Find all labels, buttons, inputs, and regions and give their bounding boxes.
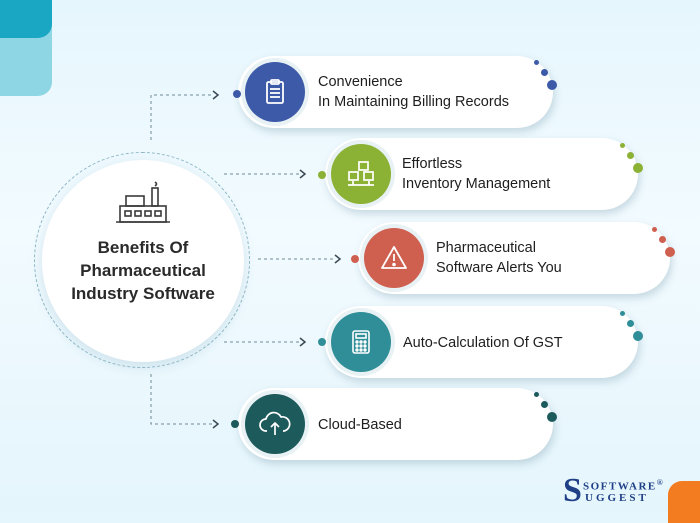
decor-dot bbox=[534, 392, 539, 397]
inventory-icon bbox=[331, 144, 391, 204]
benefit-label-alerts: Pharmaceutical Software Alerts You bbox=[436, 240, 562, 276]
connector-1 bbox=[150, 94, 212, 140]
alert-icon bbox=[364, 228, 424, 288]
card-connector-dot bbox=[351, 255, 359, 263]
decor-dot bbox=[541, 401, 548, 408]
factory-icon bbox=[116, 181, 170, 223]
decor-dot bbox=[627, 320, 634, 327]
hub-dashed-ring bbox=[34, 152, 250, 368]
arrowhead-5 bbox=[212, 419, 220, 429]
calculator-icon bbox=[331, 312, 391, 372]
arrowhead-1 bbox=[212, 90, 220, 100]
decor-dot bbox=[659, 236, 666, 243]
card-connector-dot bbox=[318, 171, 326, 179]
decor-dot bbox=[547, 412, 557, 422]
decor-dot bbox=[652, 227, 657, 232]
decor-dot bbox=[633, 163, 643, 173]
arrowhead-2 bbox=[299, 169, 307, 179]
card-connector-dot bbox=[318, 338, 326, 346]
card-connector-dot bbox=[233, 90, 241, 98]
arrowhead-4 bbox=[299, 337, 307, 347]
clipboard-icon bbox=[245, 62, 305, 122]
corner-decoration-dark bbox=[0, 0, 52, 38]
hub-circle bbox=[42, 160, 244, 362]
logo-initial: S bbox=[563, 472, 582, 509]
decor-dot bbox=[620, 143, 625, 148]
decor-dot bbox=[620, 311, 625, 316]
arrowhead-3 bbox=[334, 254, 342, 264]
connector-5 bbox=[150, 374, 212, 425]
logo-bottom-text: UGGEST bbox=[585, 492, 649, 504]
decor-dot bbox=[547, 80, 557, 90]
decor-dot bbox=[627, 152, 634, 159]
logo-top-text: SOFTWARE® bbox=[583, 478, 665, 493]
decor-dot bbox=[534, 60, 539, 65]
benefit-label-billing-records: Convenience In Maintaining Billing Recor… bbox=[318, 74, 510, 110]
decor-dot bbox=[541, 69, 548, 76]
benefit-label-gst: Auto-Calculation Of GST bbox=[403, 335, 563, 351]
cloud-upload-icon bbox=[245, 394, 305, 454]
decor-dot bbox=[633, 331, 643, 341]
benefit-label-cloud: Cloud-Based bbox=[318, 417, 402, 433]
decor-dot bbox=[665, 247, 675, 257]
hub-title: Benefits Of Pharmaceutical Industry Soft… bbox=[71, 238, 215, 303]
benefit-label-inventory: Effortless Inventory Management bbox=[402, 156, 551, 192]
card-connector-dot bbox=[231, 420, 239, 428]
